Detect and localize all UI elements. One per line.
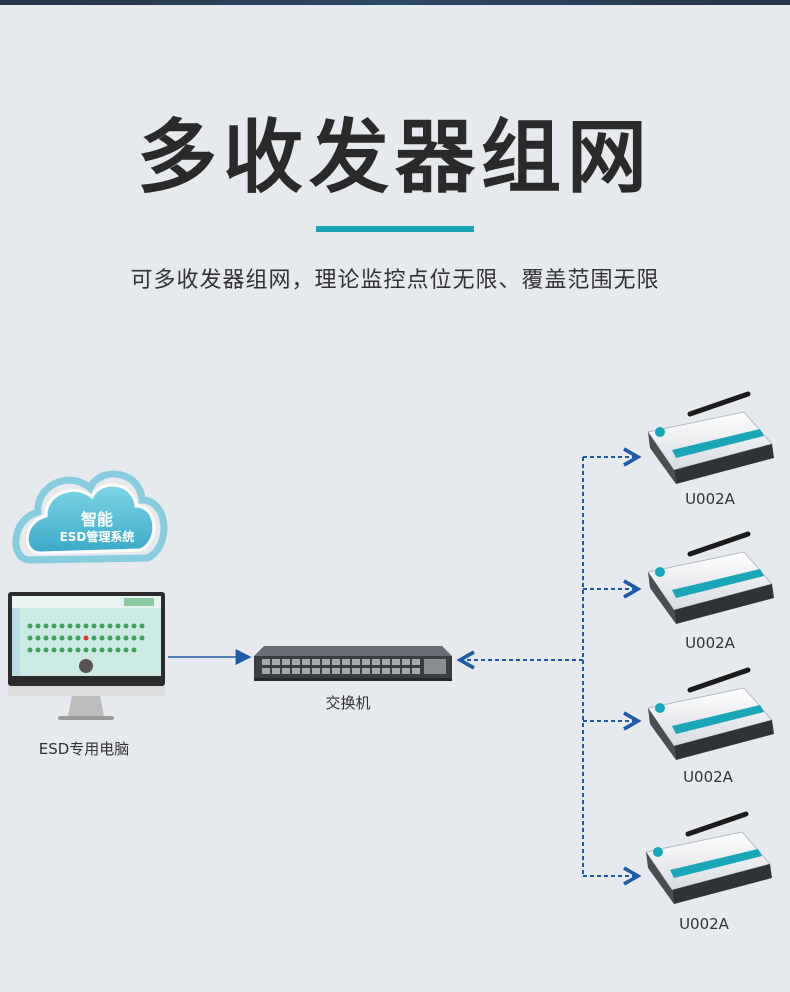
device-icon (647, 391, 774, 484)
device-bus-connector (456, 447, 642, 886)
network-switch-icon (254, 646, 452, 681)
title-accent-line (316, 226, 474, 232)
pc-monitor-icon (8, 592, 165, 720)
device-label: U002A (683, 768, 733, 786)
device-icon (647, 667, 774, 760)
top-bar (0, 0, 790, 5)
device-label: U002A (679, 915, 729, 933)
device-label: U002A (685, 634, 735, 652)
pc-label: ESD专用电脑 (38, 740, 130, 758)
cloud-title: 智能 (80, 510, 113, 529)
cloud-subtitle: ESD管理系统 (59, 530, 135, 544)
page-title: 多收发器组网 (137, 111, 653, 204)
device-icon (645, 811, 772, 904)
switch-label: 交换机 (325, 694, 371, 712)
page-subtitle: 可多收发器组网，理论监控点位无限、覆盖范围无限 (130, 268, 660, 293)
device-icon (647, 531, 774, 624)
device-label: U002A (685, 490, 735, 508)
cloud-logo-icon (12, 470, 168, 564)
